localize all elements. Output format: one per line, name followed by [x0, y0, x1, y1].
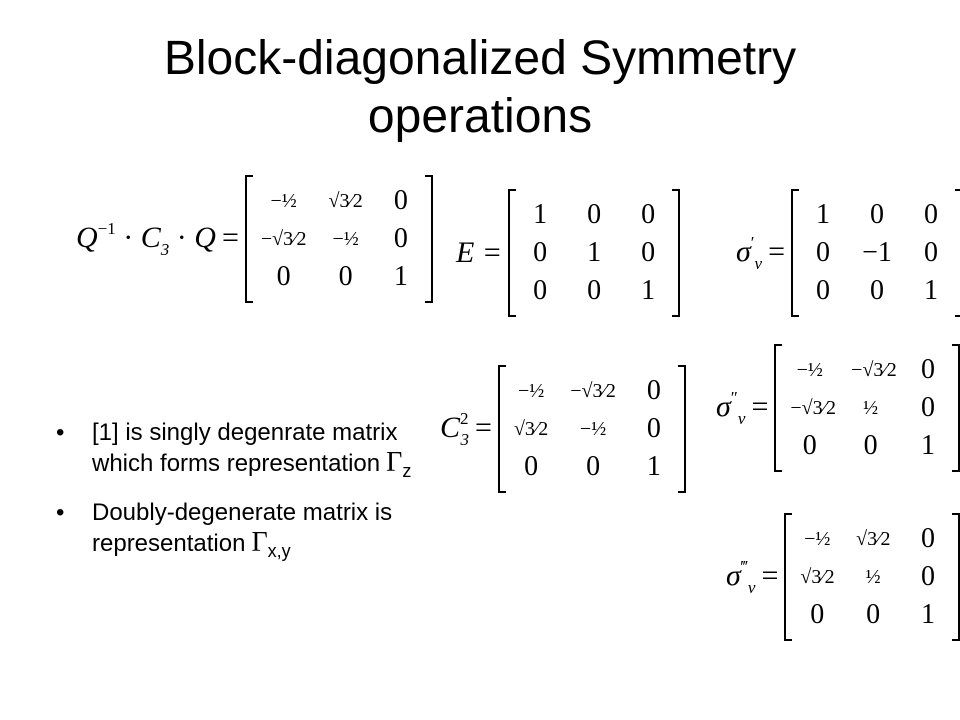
gamma-subscript: x,y: [267, 541, 291, 561]
matrix-cell: 0: [533, 237, 548, 268]
equation-c3-squared: C23= −½ −√3⁄2 0 √3⁄2 −½ 0 0 0 1: [440, 365, 686, 493]
matrix-cell: 0: [646, 413, 661, 444]
matrix-cell: −½: [517, 380, 545, 402]
matrix-cell: 0: [863, 430, 878, 461]
matrix-cell: −√3⁄2: [790, 397, 836, 419]
bullet-item: • [1] is singly degenrate matrix which f…: [56, 418, 416, 486]
matrix-cell: √3⁄2: [328, 190, 363, 212]
matrix-cell: 0: [921, 561, 935, 592]
gamma-symbol: Γ: [386, 447, 403, 478]
matrix-cell: 1: [921, 430, 935, 461]
gamma-subscript: z: [402, 461, 412, 481]
matrix-cell: √3⁄2: [513, 418, 549, 440]
matrix-cell: 0: [587, 199, 602, 230]
equation-sigma-v-prime: σ′v= 1 0 0 0 −1 0 0 0 1: [736, 189, 960, 317]
matrix-cell: 1: [587, 237, 602, 268]
equation-lhs: σ″v=: [716, 387, 769, 428]
matrix-cell: 0: [815, 275, 830, 306]
matrix-cell: 0: [338, 261, 353, 292]
matrix-cell: 0: [921, 354, 935, 385]
matrix-cell: 0: [646, 375, 661, 406]
bullet-text: Doubly-degenerate matrix is representati…: [92, 499, 393, 557]
matrix-cell: −1: [862, 237, 892, 268]
matrix-cell: 0: [921, 523, 935, 554]
bullet-text: [1] is singly degenrate matrix which for…: [92, 419, 398, 477]
equation-lhs: σ′v=: [736, 232, 785, 273]
bullet-dot: •: [56, 419, 65, 446]
matrix-cell: 0: [802, 430, 817, 461]
matrix-cell: 1: [641, 275, 656, 306]
matrix-cell: 0: [923, 199, 938, 230]
matrix-cell: 0: [869, 275, 884, 306]
matrix-cell: 0: [641, 237, 656, 268]
matrix-cell: 0: [393, 185, 408, 216]
matrix-cell: 0: [810, 599, 825, 630]
matrix-cell: ½: [865, 566, 881, 588]
matrix-cell: −½: [804, 528, 831, 550]
matrix-cell: 0: [641, 199, 656, 230]
matrix-sigma-v-triple-prime: −½ √3⁄2 0 √3⁄2 ½ 0 0 0 1: [784, 513, 960, 641]
matrix-cell: −½: [579, 418, 607, 440]
bullet-dot: •: [56, 499, 65, 526]
matrix-cell: 0: [276, 261, 291, 292]
matrix-cell: 1: [815, 199, 830, 230]
matrix-sigma-v-double-prime: −½ −√3⁄2 0 −√3⁄2 ½ 0 0 0 1: [774, 344, 960, 472]
slide-title: Block-diagonalized Symmetry operations: [0, 30, 960, 146]
equation-lhs: σ‴v=: [726, 556, 779, 597]
title-line-1: Block-diagonalized Symmetry: [163, 32, 797, 85]
matrix-cell: −½: [270, 190, 297, 212]
equation-sigma-v-double-prime: σ″v= −½ −√3⁄2 0 −√3⁄2 ½ 0 0 0 1: [716, 344, 960, 472]
matrix-cell: 0: [586, 451, 601, 482]
matrix-cell: 1: [533, 199, 548, 230]
matrix-identity: 1 0 0 0 1 0 0 0 1: [508, 189, 681, 317]
matrix-cell: 1: [921, 599, 935, 630]
matrix-cell: −√3⁄2: [851, 359, 897, 381]
matrix-cell: 0: [524, 451, 539, 482]
equation-lhs: C23=: [440, 408, 492, 449]
title-line-2: operations: [367, 90, 593, 143]
matrix-cell: −√3⁄2: [260, 228, 307, 250]
matrix-cell: 0: [921, 392, 935, 423]
matrix-cell: −½: [796, 359, 823, 381]
matrix-cell: 0: [866, 599, 881, 630]
matrix-cell: 0: [587, 275, 602, 306]
matrix-cell: −√3⁄2: [570, 380, 616, 402]
matrix-cell: 0: [869, 199, 884, 230]
equation-identity: E = 1 0 0 0 1 0 0 0 1: [456, 189, 681, 317]
equation-sigma-v-triple-prime: σ‴v= −½ √3⁄2 0 √3⁄2 ½ 0 0 0 1: [726, 513, 960, 641]
matrix-cell: −½: [332, 228, 359, 250]
matrix-cell: 0: [533, 275, 548, 306]
matrix-qc3q: −½ √3⁄2 0 −√3⁄2 −½ 0 0 0 1: [244, 175, 433, 303]
matrix-cell: 1: [923, 275, 938, 306]
matrix-cell: 0: [393, 223, 408, 254]
matrix-cell: ½: [863, 397, 879, 419]
equation-qc3q: Q−1 · C3 · Q= −½ √3⁄2 0 −√3⁄2 −½ 0 0 0 1: [76, 175, 433, 303]
matrix-cell: 1: [646, 451, 661, 482]
matrix-cell: √3⁄2: [856, 528, 891, 550]
matrix-cell: 0: [923, 237, 938, 268]
matrix-sigma-v-prime: 1 0 0 0 −1 0 0 0 1: [790, 189, 960, 317]
matrix-cell: √3⁄2: [800, 566, 835, 588]
matrix-c3-squared: −½ −√3⁄2 0 √3⁄2 −½ 0 0 0 1: [497, 365, 686, 493]
equation-lhs: Q−1 · C3 · Q=: [76, 218, 239, 259]
matrix-cell: 0: [815, 237, 830, 268]
gamma-symbol: Γ: [251, 527, 268, 558]
matrix-cell: 1: [393, 261, 408, 292]
bullet-item: • Doubly-degenerate matrix is representa…: [56, 498, 416, 566]
bullet-list: • [1] is singly degenrate matrix which f…: [56, 418, 416, 578]
equation-lhs: E =: [456, 236, 503, 269]
